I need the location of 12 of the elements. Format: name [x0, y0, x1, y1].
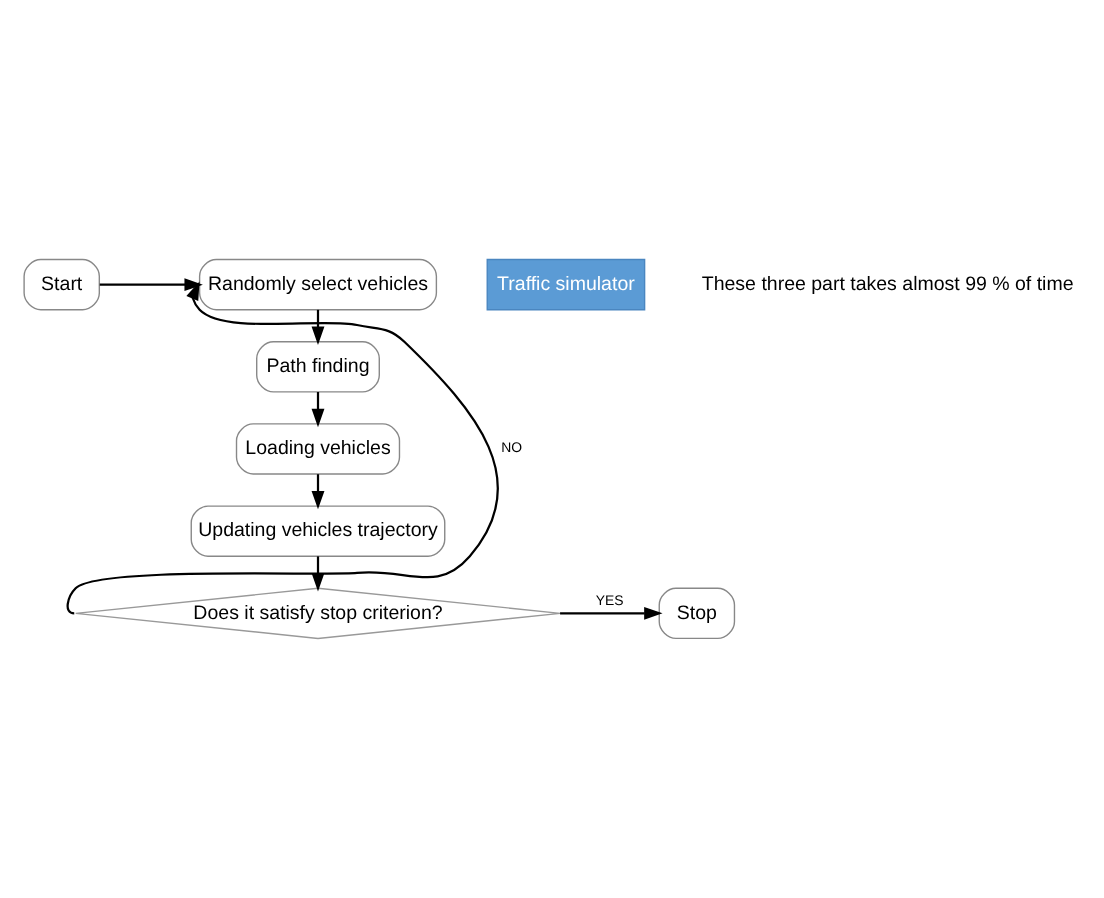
- node-diamond: Does it satisfy stop criterion?: [75, 587, 561, 640]
- label: These three part takes almost 99 % of time: [701, 273, 1074, 296]
- node-box: Stop: [658, 587, 736, 640]
- arrow: [560, 606, 663, 620]
- node-box: Loading vehicles: [235, 423, 401, 475]
- node-box: Start: [23, 258, 100, 311]
- arrow: [66, 281, 499, 615]
- node-box: Randomly select vehicles: [198, 258, 438, 311]
- node-box: Path finding: [256, 341, 380, 393]
- node-box: Updating vehicles trajectory: [190, 505, 446, 557]
- node-box: Traffic simulator: [486, 258, 646, 311]
- arrow: [99, 278, 203, 292]
